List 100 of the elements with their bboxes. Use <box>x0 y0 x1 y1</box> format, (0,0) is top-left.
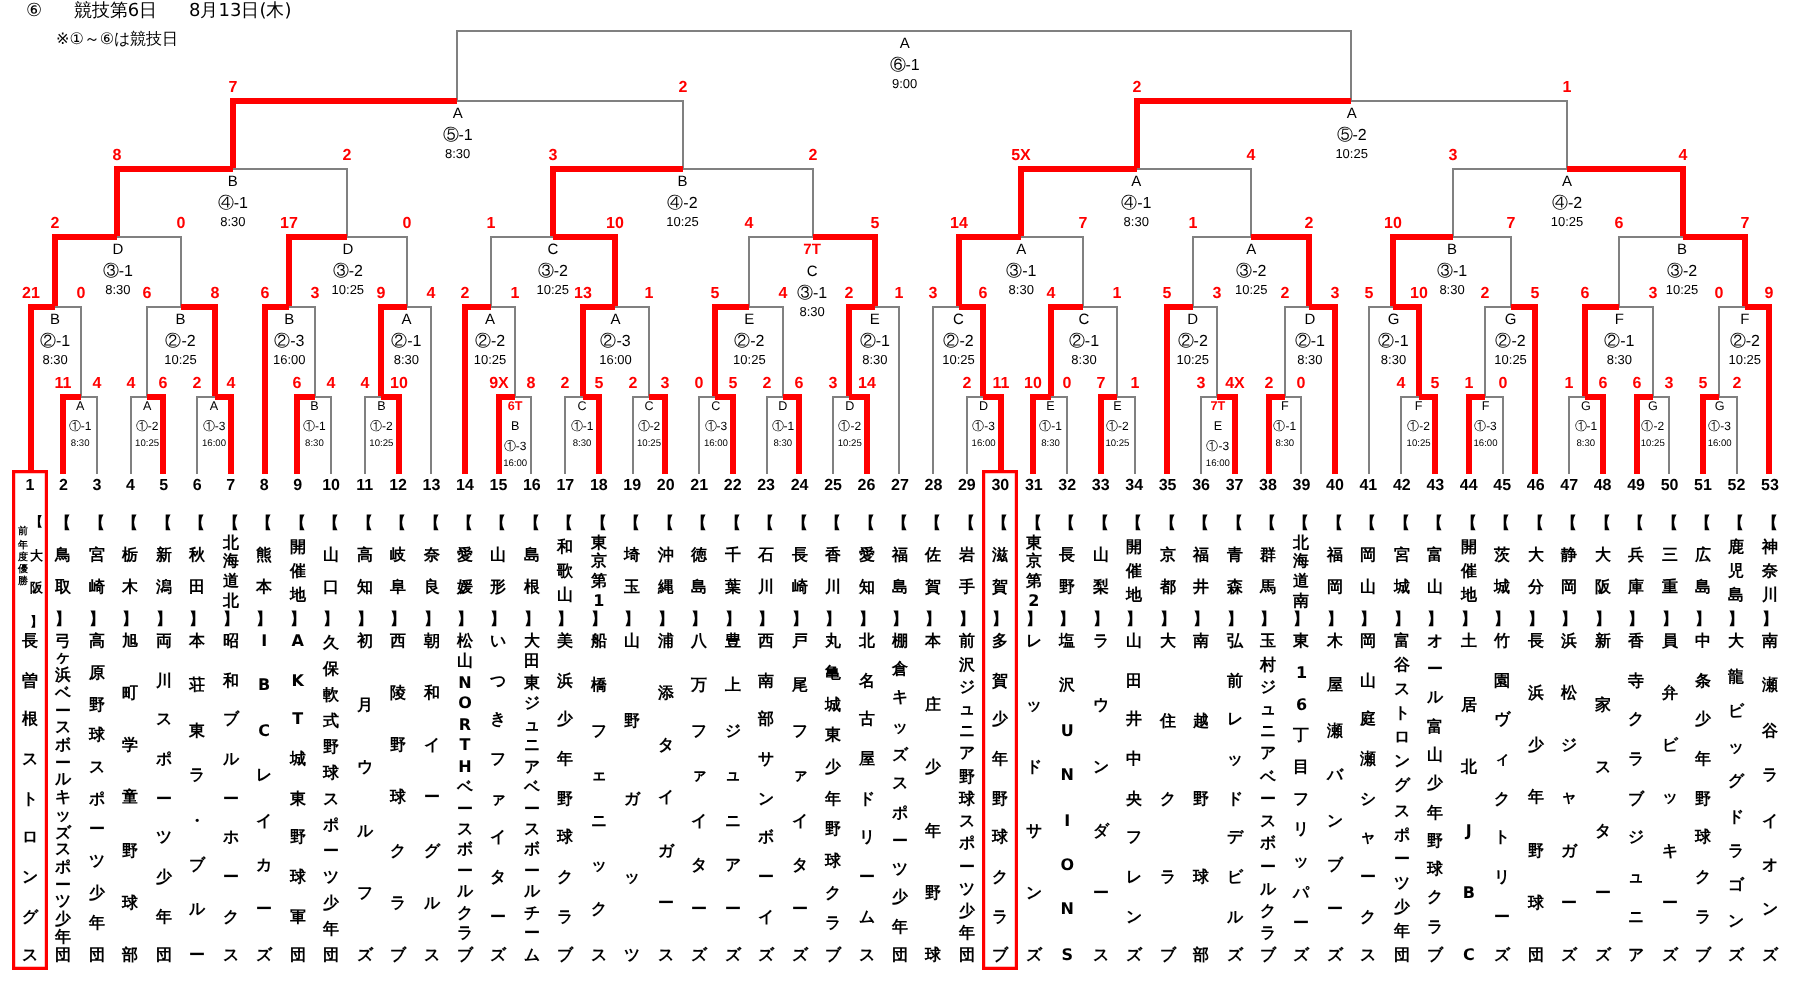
bracket-line <box>294 394 315 474</box>
score-label: 4 <box>124 375 138 391</box>
prefecture-label: 【栃木】 <box>122 516 139 628</box>
score-label: 1 <box>1186 215 1200 231</box>
score-label: 10 <box>1382 215 1404 231</box>
bracket-line <box>983 394 1004 470</box>
score-label: 7 <box>1094 375 1108 391</box>
score-label: 4X <box>1223 375 1247 391</box>
bracket-line <box>1484 306 1512 398</box>
prefecture-label: 【徳島】 <box>691 516 708 628</box>
team-number: 22 <box>723 478 742 494</box>
score-label: 4 <box>224 375 238 391</box>
team-number: 29 <box>957 478 976 494</box>
bracket-line <box>215 394 234 474</box>
team-name: 西南部サンボーイズ <box>758 634 775 964</box>
team-name: IBCレイカーズ <box>256 634 273 964</box>
bracket-line <box>966 396 984 475</box>
team-number: 38 <box>1259 478 1277 494</box>
team-name: 両川スポーツ少年団 <box>155 634 172 964</box>
score-label: 6 <box>156 375 170 391</box>
match-number: ②-2 <box>474 333 506 349</box>
match-number: ⑥-1 <box>889 57 920 73</box>
score-label: 0 <box>174 215 188 231</box>
team-name: 玉村ジュニアベースボールクラブ <box>1260 634 1276 964</box>
score-label: 9 <box>374 285 388 301</box>
score-label: 0 <box>400 215 414 231</box>
bracket-line <box>614 306 650 398</box>
prefecture-label: 【京都】 <box>1159 516 1176 628</box>
score-label: 10 <box>1022 375 1044 391</box>
bracket-line <box>346 236 408 308</box>
match-number: ③-1 <box>1436 263 1468 279</box>
bracket-line <box>1136 168 1252 238</box>
score-label: 2 <box>48 215 62 231</box>
prefecture-label: 【東京第2】 <box>1025 516 1042 628</box>
match-number: ④-2 <box>1551 195 1583 211</box>
prefecture-label: 【青森】 <box>1226 516 1243 628</box>
team-name: 朝和イーグルス <box>423 634 440 964</box>
score-label: 14 <box>948 215 970 231</box>
bracket-line <box>1700 394 1719 474</box>
prefecture-label: 【島根】 <box>523 516 540 628</box>
team-number: 50 <box>1660 478 1679 494</box>
score-label: 6 <box>258 285 272 301</box>
bracket-line <box>181 304 218 397</box>
team-name: 塩沢UNIONS <box>1059 634 1076 964</box>
team-number: 31 <box>1024 478 1043 494</box>
score-label: 2 <box>1302 215 1316 231</box>
score-label: 7 <box>1738 215 1752 231</box>
team-name: 竹園ヴィクトリーズ <box>1494 634 1511 964</box>
team-name: 山野ガッツ <box>624 634 641 964</box>
score-label: 5 <box>1428 375 1442 391</box>
bracket-line <box>130 396 148 475</box>
bracket-line <box>1284 306 1310 398</box>
team-name: 初月ウルフズ <box>356 634 373 964</box>
prefecture-label: 【岐阜】 <box>390 516 407 628</box>
team-number: 52 <box>1727 478 1746 494</box>
bracket-line <box>28 304 55 470</box>
bracket-line <box>514 396 532 475</box>
prefecture-label: 【開催地】 <box>1460 516 1477 628</box>
bracket-line <box>1511 304 1538 474</box>
bracket-line <box>748 236 814 308</box>
team-number: 53 <box>1761 478 1779 494</box>
team-name: 大田東ジュニアベースボールチーム <box>523 634 540 964</box>
score-label: 7 <box>226 79 240 95</box>
bracket-line <box>698 396 716 475</box>
score-label: 5 <box>592 375 606 391</box>
score-label: 2 <box>842 285 856 301</box>
prefecture-label: 【沖縄】 <box>657 516 674 628</box>
team-number: 49 <box>1627 478 1645 494</box>
bracket-line <box>230 98 457 169</box>
score-label: 2 <box>458 285 472 301</box>
prefecture-label: 【福岡】 <box>1326 516 1343 628</box>
bracket-line <box>114 166 233 237</box>
bracket-line <box>1452 168 1568 238</box>
score-label: 0 <box>74 285 88 301</box>
bracket-line <box>1745 304 1772 474</box>
team-name: 棚倉キッズスポーツ少年団 <box>891 634 908 964</box>
team-number: 41 <box>1359 478 1378 494</box>
bracket-line <box>1452 236 1512 308</box>
team-number: 25 <box>824 478 842 494</box>
team-number: 20 <box>656 478 675 494</box>
score-label: 3 <box>926 285 940 301</box>
bracket-line <box>1309 304 1338 474</box>
team-name: いつきファイターズ <box>490 634 507 964</box>
bracket-line <box>553 234 618 307</box>
bracket-line <box>381 394 402 474</box>
score-label: 2 <box>960 375 974 391</box>
bracket-line <box>462 304 491 474</box>
prefecture-label: 【鹿児島】 <box>1728 516 1745 628</box>
bracket-line <box>1419 394 1438 474</box>
score-label: 0 <box>1712 285 1726 301</box>
bracket-line <box>580 304 615 397</box>
bracket-line <box>766 396 784 475</box>
bracket-line <box>1192 236 1252 308</box>
team-name: 岡山庭瀬シャークス <box>1360 634 1377 964</box>
bracket-line <box>632 396 650 475</box>
prefecture-label: 【開催地】 <box>289 516 306 628</box>
prefecture-label: 【福島】 <box>891 516 908 628</box>
match-number: ②-3 <box>600 333 631 349</box>
team-name: 昭和ブルーホークス <box>222 634 239 964</box>
bracket-line <box>1164 304 1193 474</box>
